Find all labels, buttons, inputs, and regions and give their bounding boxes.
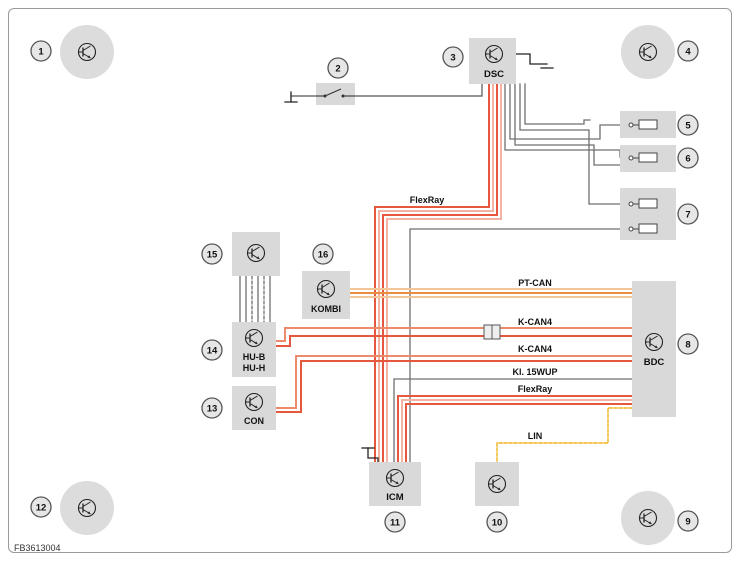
corner-sensor-4[interactable] — [621, 25, 675, 79]
con-label: CON — [244, 416, 264, 426]
callout-11: 11 — [384, 511, 406, 533]
sensor-6[interactable] — [620, 145, 676, 172]
callout-badge — [677, 203, 699, 225]
callout-number: 4 — [685, 47, 691, 58]
corner-sensor-12[interactable] — [60, 481, 114, 535]
callout-number: 10 — [492, 518, 503, 529]
callout-2: 2 — [327, 57, 349, 79]
callout-number: 16 — [318, 250, 329, 261]
icm-label: ICM — [386, 492, 404, 503]
kombi-label: KOMBI — [311, 304, 341, 314]
lin-wire — [496, 407, 633, 463]
callout-16: 16 — [312, 243, 334, 265]
callout-badge — [677, 333, 699, 355]
callout-badge — [201, 339, 223, 361]
dsc-module[interactable]: DSC — [469, 38, 516, 84]
switch-component[interactable] — [316, 83, 355, 105]
k-can4-upper-wires — [275, 327, 633, 347]
flexray-top-label: FlexRay — [410, 195, 445, 205]
dsc-label: DSC — [484, 69, 504, 80]
bdc-label: BDC — [644, 357, 665, 368]
callout-badge — [677, 510, 699, 532]
callout-badge — [201, 243, 223, 265]
lin-label: LIN — [528, 431, 543, 441]
diagram-frame — [8, 8, 732, 553]
flexray-bottom-label: FlexRay — [518, 384, 553, 394]
callout-number: 2 — [335, 64, 340, 75]
callout-badge — [442, 46, 464, 68]
component-10[interactable] — [475, 462, 519, 506]
sensor-5[interactable] — [620, 111, 676, 138]
wiring — [239, 53, 633, 463]
icm-module[interactable]: ICM — [369, 462, 421, 506]
callout-number: 8 — [685, 340, 690, 351]
callout-15: 15 — [201, 243, 223, 265]
k-can4-lower-wires — [275, 355, 633, 413]
kl-15wup-label: Kl. 15WUP — [512, 367, 557, 377]
callout-badge — [30, 496, 52, 518]
hu-h-label: HU-H — [243, 363, 266, 373]
callout-number: 5 — [685, 121, 691, 132]
callout-badge — [327, 57, 349, 79]
sensor-7[interactable] — [620, 188, 676, 240]
callout-number: 6 — [685, 154, 690, 165]
hu-module[interactable]: HU-B HU-H — [232, 322, 276, 377]
callout-3: 3 — [442, 46, 464, 68]
figure-id: FB3613004 — [14, 543, 61, 553]
con-module[interactable]: CON — [232, 386, 276, 430]
callout-number: 12 — [36, 503, 47, 514]
callout-12: 12 — [30, 496, 52, 518]
switch-to-dsc-wire — [290, 83, 483, 97]
kombi-module[interactable]: KOMBI — [302, 271, 350, 319]
callout-1: 1 — [30, 40, 52, 62]
callout-badge — [677, 40, 699, 62]
hu-15-wires — [239, 275, 271, 323]
pt-can-wires — [349, 288, 633, 298]
callout-13: 13 — [201, 397, 223, 419]
hu-b-label: HU-B — [243, 352, 266, 362]
callout-number: 11 — [390, 518, 401, 529]
callout-number: 14 — [207, 346, 218, 357]
callout-number: 7 — [685, 210, 690, 221]
callout-badge — [312, 243, 334, 265]
callout-badge — [384, 511, 406, 533]
flexray-bdc-icm-wires — [397, 395, 633, 463]
kl-15wup-wire — [393, 378, 633, 463]
callout-badge — [30, 40, 52, 62]
corner-sensor-9[interactable] — [621, 491, 675, 545]
k-can4-lower-label: K-CAN4 — [518, 344, 552, 354]
callout-badge — [486, 511, 508, 533]
dsc-ground-wire — [515, 53, 554, 69]
component-15[interactable] — [232, 232, 280, 276]
callout-4: 4 — [677, 40, 699, 62]
callout-number: 9 — [685, 517, 690, 528]
callout-number: 15 — [207, 250, 218, 261]
callout-number: 3 — [450, 53, 455, 64]
bdc-module[interactable]: BDC — [632, 281, 676, 417]
callout-number: 13 — [207, 404, 218, 415]
k-can4-upper-label: K-CAN4 — [518, 317, 552, 327]
corner-sensor-1[interactable] — [60, 25, 114, 79]
callout-9: 9 — [677, 510, 699, 532]
callout-10: 10 — [486, 511, 508, 533]
callout-badge — [677, 114, 699, 136]
callout-badge — [677, 147, 699, 169]
callout-number: 1 — [38, 47, 44, 58]
sensor7-to-icm-wire — [409, 228, 621, 463]
callout-14: 14 — [201, 339, 223, 361]
icm-ground-wire — [367, 447, 379, 463]
callout-7: 7 — [677, 203, 699, 225]
callout-5: 5 — [677, 114, 699, 136]
dsc-sensor-wires — [504, 83, 621, 205]
callout-8: 8 — [677, 333, 699, 355]
pt-can-label: PT-CAN — [518, 278, 552, 288]
callout-6: 6 — [677, 147, 699, 169]
callout-badge — [201, 397, 223, 419]
switch-ground — [284, 91, 298, 103]
